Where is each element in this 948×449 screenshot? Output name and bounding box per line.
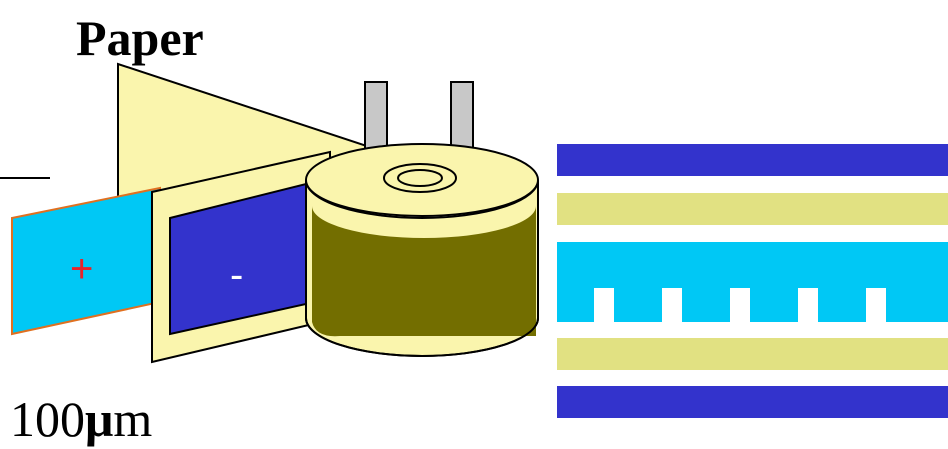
layer-negative-foil-top	[557, 144, 948, 176]
scale-number: 100	[10, 391, 85, 447]
paper-label: Paper	[76, 10, 204, 66]
terminal-right	[450, 81, 474, 153]
layer-negative-foil-bottom	[557, 386, 948, 418]
core-ring-inner	[397, 169, 443, 187]
layer-stack	[557, 144, 948, 418]
layer-paper-top	[557, 193, 948, 225]
layer-paper-bottom	[557, 338, 948, 370]
core-ring-outer	[383, 163, 457, 193]
scale-label: 100μm	[10, 391, 152, 447]
scale-mu: μ	[85, 391, 113, 447]
minus-sign: -	[230, 253, 243, 297]
winding-band	[312, 206, 536, 337]
wound-capacitor	[305, 143, 539, 357]
terminal-left	[364, 81, 388, 153]
cylinder-bottom-edge	[305, 317, 539, 357]
cylinder-top	[305, 143, 539, 217]
layer-positive-foil	[557, 242, 948, 322]
plus-sign: +	[70, 247, 93, 291]
scale-unit: m	[113, 391, 152, 447]
